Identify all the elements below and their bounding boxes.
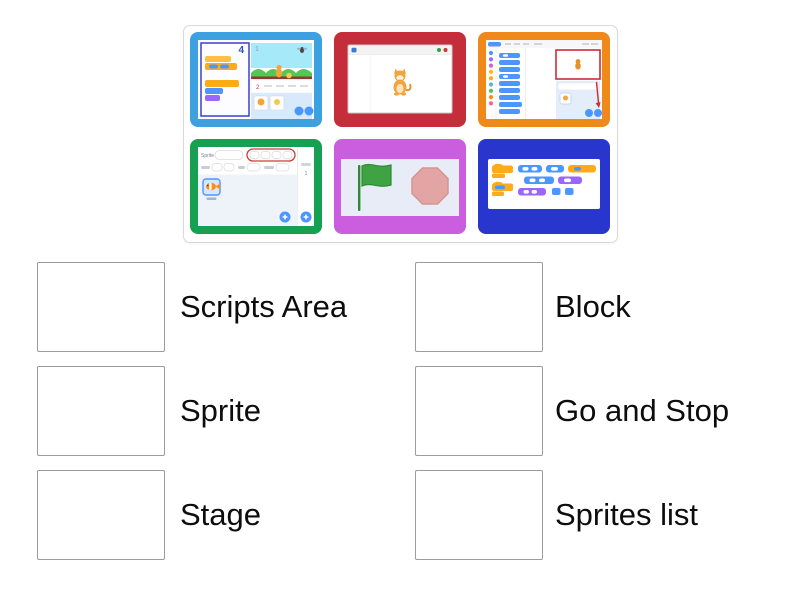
drop-zone-block[interactable] bbox=[415, 262, 543, 352]
drop-zone-scripts-area[interactable] bbox=[37, 262, 165, 352]
backdrops-column: 1 bbox=[298, 147, 314, 226]
block-palette bbox=[499, 48, 526, 119]
answer-label-go-and-stop: Go and Stop bbox=[555, 393, 730, 428]
scratch-cat-icon bbox=[393, 68, 412, 96]
answer-label-stage: Stage bbox=[180, 497, 262, 532]
sprite-coords-row bbox=[201, 163, 290, 172]
ball-sprite-icon bbox=[286, 72, 292, 79]
looks-blocks bbox=[518, 188, 574, 196]
drop-zone-sprite[interactable] bbox=[37, 366, 165, 456]
x-coordinate-value: 2 bbox=[256, 85, 260, 91]
answer-label-block: Block bbox=[555, 289, 631, 324]
bee-icon bbox=[296, 47, 308, 53]
stage-preview: 1 2 bbox=[250, 43, 314, 119]
add-backdrop-button bbox=[300, 211, 312, 223]
tile-sprite-panel-screenshot[interactable]: Sprite Stage bbox=[190, 139, 322, 234]
drop-zone-sprites-list[interactable] bbox=[415, 470, 543, 560]
tile-blocks-screenshot[interactable] bbox=[478, 139, 610, 234]
window-icon bbox=[351, 47, 357, 53]
answer-label-sprite: Sprite bbox=[180, 393, 261, 428]
stage-highlight bbox=[555, 49, 601, 80]
block-category-strip bbox=[486, 48, 497, 119]
sprites-list-area bbox=[198, 174, 298, 226]
green-flag-icon bbox=[358, 163, 392, 211]
tile-stage-window-screenshot[interactable] bbox=[334, 32, 466, 127]
sprite-pane bbox=[556, 81, 602, 119]
stop-sign-icon bbox=[411, 167, 449, 205]
cat-sprite-icon bbox=[275, 64, 283, 78]
cat-sprite-icon bbox=[575, 59, 581, 64]
drop-zone-go-and-stop[interactable] bbox=[415, 366, 543, 456]
editor-menu-bar bbox=[486, 40, 602, 48]
motion-blocks bbox=[518, 165, 596, 184]
backdrops-count: 1 bbox=[305, 171, 308, 177]
green-flag-mini-icon bbox=[437, 48, 441, 52]
sprite-count-label: 1 bbox=[255, 46, 259, 53]
question-images-card: 4 1 bbox=[183, 25, 618, 243]
answer-label-scripts-area: Scripts Area bbox=[180, 289, 348, 324]
stop-mini-icon bbox=[443, 48, 448, 52]
tile-editor-stage-screenshot[interactable] bbox=[478, 32, 610, 127]
script-count-badge: 4 bbox=[238, 45, 244, 56]
tile-go-stop-screenshot[interactable] bbox=[334, 139, 466, 234]
answer-label-sprites-list: Sprites list bbox=[555, 497, 698, 532]
tile-scripts-area-screenshot[interactable]: 4 1 bbox=[190, 32, 322, 127]
hat-blocks bbox=[492, 163, 513, 196]
red-oval-highlight bbox=[246, 148, 296, 162]
sprite-info-row: Sprite Stage bbox=[201, 147, 313, 226]
add-sprite-button bbox=[279, 211, 291, 223]
sprite-field-label: Sprite bbox=[201, 153, 214, 159]
red-arrow-icon bbox=[595, 81, 601, 108]
fish-sprite-icon bbox=[206, 182, 220, 191]
scripts-area-highlight: 4 bbox=[200, 42, 250, 117]
drop-zone-stage[interactable] bbox=[37, 470, 165, 560]
